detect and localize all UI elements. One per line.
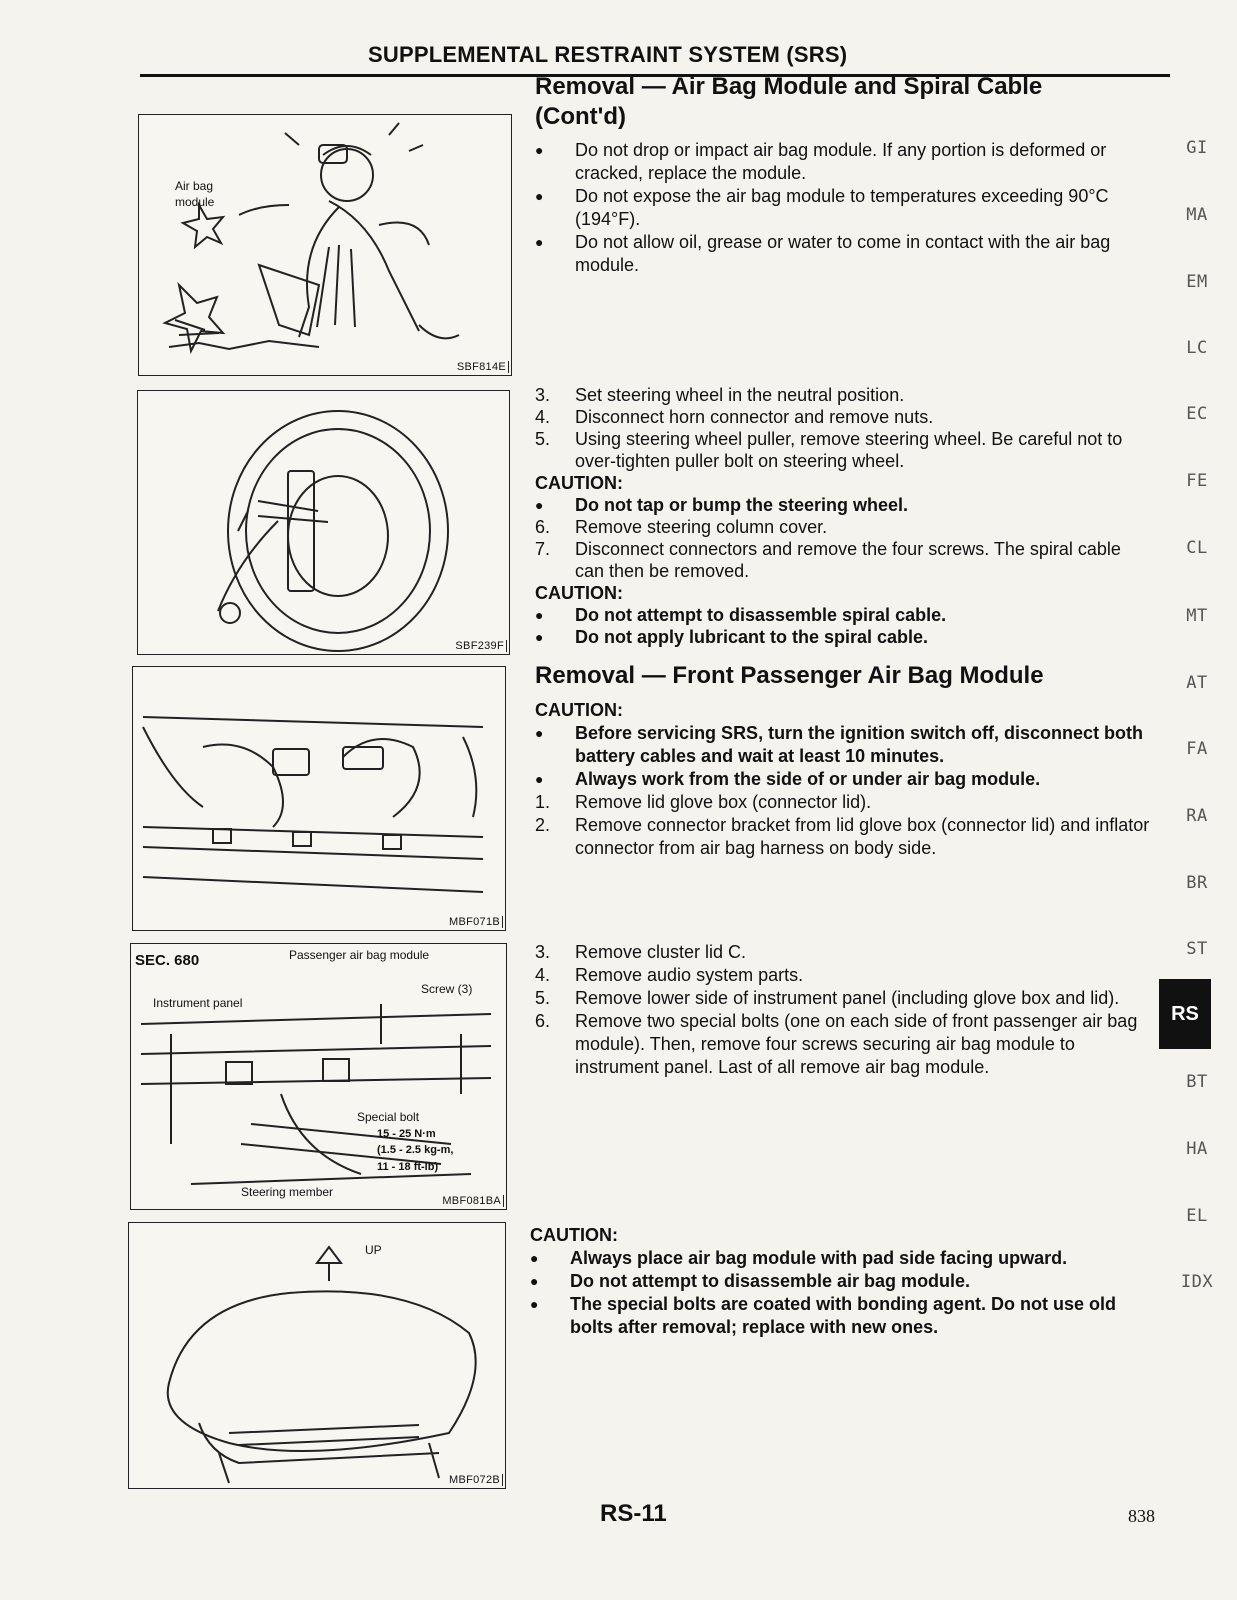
torque-value: (1.5 - 2.5 kg-m,	[377, 1144, 454, 1156]
sheet-number: 838	[1128, 1506, 1155, 1526]
warning-item: ●Do not allow oil, grease or water to co…	[535, 232, 1111, 275]
step-item: 6.Remove two special bolts (one on each …	[535, 1011, 1138, 1077]
side-index-fe[interactable]: FE	[1186, 471, 1208, 491]
glove-box-illustration	[142, 716, 484, 893]
step-item: 3.Remove cluster lid C.	[535, 942, 747, 962]
caution-heading: CAUTION:	[530, 1225, 618, 1245]
section-title-removal-passenger: Removal — Front Passenger Air Bag Module	[535, 662, 1044, 689]
figure-steering-wheel-puller: SBF239F	[137, 390, 510, 655]
step-item: 7.Disconnect connectors and remove the f…	[535, 539, 1121, 581]
warning-item: ●Do not expose the air bag module to tem…	[535, 186, 1109, 229]
figure-code: MBF071B	[449, 916, 503, 928]
torque-value: 15 - 25 N·m	[377, 1128, 436, 1140]
side-index-ma[interactable]: MA	[1186, 205, 1208, 225]
figure-code: SBF239F	[455, 640, 507, 652]
torque-value: 11 - 18 ft-lb)	[377, 1161, 439, 1173]
section-number: SEC. 680	[135, 952, 200, 969]
figure-code: SBF814E	[457, 361, 509, 373]
side-index-gi[interactable]: GI	[1186, 138, 1208, 158]
caution-item: ●Do not attempt to disassemble spiral ca…	[535, 605, 947, 625]
figure-label: Screw (3)	[421, 982, 473, 996]
figure-label: Special bolt	[357, 1110, 420, 1124]
steering-wheel-illustration	[217, 410, 449, 652]
step-item: 5.Using steering wheel puller, remove st…	[535, 429, 1123, 471]
caution-item: ●The special bolts are coated with bondi…	[530, 1294, 1117, 1337]
caution-item: ●Always place air bag module with pad si…	[530, 1248, 1068, 1268]
figure-airbag-drop: Air bag module SBF814E	[138, 114, 512, 376]
side-index-idx[interactable]: IDX	[1180, 1272, 1214, 1292]
step-item: 1.Remove lid glove box (connector lid).	[535, 792, 872, 812]
caution-heading: CAUTION:	[535, 473, 623, 493]
caution-item: ●Always work from the side of or under a…	[535, 769, 1041, 789]
side-index-el[interactable]: EL	[1186, 1206, 1208, 1226]
step-item: 6.Remove steering column cover.	[535, 517, 828, 537]
side-index-bt[interactable]: BT	[1186, 1072, 1208, 1092]
side-index-em[interactable]: EM	[1186, 272, 1208, 292]
caution-item: ●Do not apply lubricant to the spiral ca…	[535, 627, 929, 647]
figure-label: module	[175, 195, 215, 209]
side-index-br[interactable]: BR	[1186, 873, 1208, 893]
passenger-caution-steps: CAUTION: ●Before servicing SRS, turn the…	[535, 699, 1152, 860]
caution-item: ●Do not tap or bump the steering wheel.	[535, 495, 909, 515]
page-header: SUPPLEMENTAL RESTRAINT SYSTEM (SRS)	[140, 40, 1170, 77]
side-index-st[interactable]: ST	[1186, 939, 1208, 959]
up-arrow-icon	[315, 1245, 343, 1281]
warning-list: ●Do not drop or impact air bag module. I…	[535, 139, 1152, 277]
figure-code: MBF081BA	[442, 1195, 504, 1207]
instrument-panel-illustration	[140, 1004, 492, 1185]
side-index-at[interactable]: AT	[1186, 673, 1208, 693]
side-index-cl[interactable]: CL	[1186, 538, 1208, 558]
up-label: UP	[365, 1243, 382, 1257]
step-item: 2.Remove connector bracket from lid glov…	[535, 815, 1150, 858]
caution-item: ●Do not attempt to disassemble air bag m…	[530, 1271, 971, 1291]
section-title-removal-cont: Removal — Air Bag Module and Spiral Cabl…	[535, 73, 1043, 130]
steering-removal-steps: 3.Set steering wheel in the neutral posi…	[535, 384, 1152, 648]
page-number: RS-11	[600, 1500, 667, 1527]
caution-item: ●Before servicing SRS, turn the ignition…	[535, 723, 1144, 766]
airbag-module-illustration	[166, 1245, 477, 1484]
figure-label: Passenger air bag module	[289, 948, 430, 962]
caution-heading: CAUTION:	[535, 583, 623, 603]
passenger-removal-steps: 3.Remove cluster lid C. 4.Remove audio s…	[535, 941, 1152, 1079]
side-index-lc[interactable]: LC	[1186, 338, 1208, 358]
step-item: 5.Remove lower side of instrument panel …	[535, 988, 1120, 1008]
step-item: 3.Set steering wheel in the neutral posi…	[535, 385, 905, 405]
figure-label: Instrument panel	[153, 996, 243, 1010]
side-index-rs-active[interactable]: RS	[1159, 979, 1211, 1049]
figure-label: Air bag	[175, 179, 214, 193]
caution-heading: CAUTION:	[535, 700, 623, 720]
side-index-mt[interactable]: MT	[1186, 606, 1208, 626]
figure-passenger-airbag-mount: SEC. 680 Passenger air bag module Screw …	[130, 943, 507, 1210]
warning-item: ●Do not drop or impact air bag module. I…	[535, 140, 1107, 183]
side-index-ha[interactable]: HA	[1186, 1139, 1208, 1159]
side-index-ec[interactable]: EC	[1186, 404, 1208, 424]
page-title: SUPPLEMENTAL RESTRAINT SYSTEM (SRS)	[368, 42, 848, 67]
step-item: 4.Disconnect horn connector and remove n…	[535, 407, 934, 427]
figure-airbag-module-up: UP MBF072B	[128, 1222, 506, 1489]
figure-code: MBF072B	[449, 1474, 503, 1486]
figure-label: Steering member	[241, 1185, 334, 1199]
side-index-fa[interactable]: FA	[1186, 739, 1208, 759]
side-index-ra[interactable]: RA	[1186, 806, 1208, 826]
airbag-drop-illustration	[162, 122, 460, 355]
final-caution: CAUTION: ●Always place air bag module wi…	[530, 1224, 1152, 1339]
step-item: 4.Remove audio system parts.	[535, 965, 804, 985]
figure-glove-box-connector: MBF071B	[132, 666, 506, 931]
